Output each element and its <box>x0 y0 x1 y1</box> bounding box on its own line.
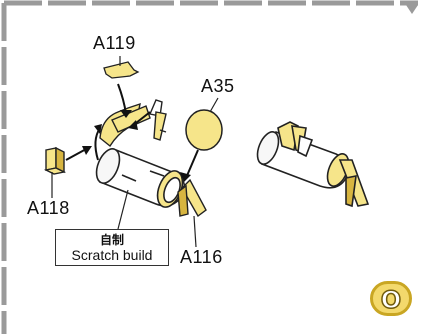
part-a35-shape <box>185 109 223 151</box>
leader-lines <box>51 56 219 248</box>
frame-corner-mark <box>406 5 418 14</box>
step-badge: O <box>370 281 412 316</box>
part-a119-shape <box>103 61 140 79</box>
scratch-note-english: Scratch build <box>71 247 153 263</box>
part-label-a116: A116 <box>180 247 223 267</box>
part-label-a118: A118 <box>27 198 70 218</box>
step-letter: O <box>380 286 402 314</box>
scratch-build-note: 自制 Scratch build <box>55 229 169 266</box>
part-a116-shape <box>177 178 207 218</box>
fuel-tank <box>95 148 186 208</box>
part-label-a35: A35 <box>201 76 235 96</box>
part-label-a119: A119 <box>93 33 136 53</box>
scratch-note-japanese: 自制 <box>99 233 124 247</box>
completed-tank <box>256 121 370 208</box>
arrow-heads <box>82 110 191 182</box>
strap-assembly <box>99 99 167 148</box>
part-a118-shape <box>43 146 67 175</box>
